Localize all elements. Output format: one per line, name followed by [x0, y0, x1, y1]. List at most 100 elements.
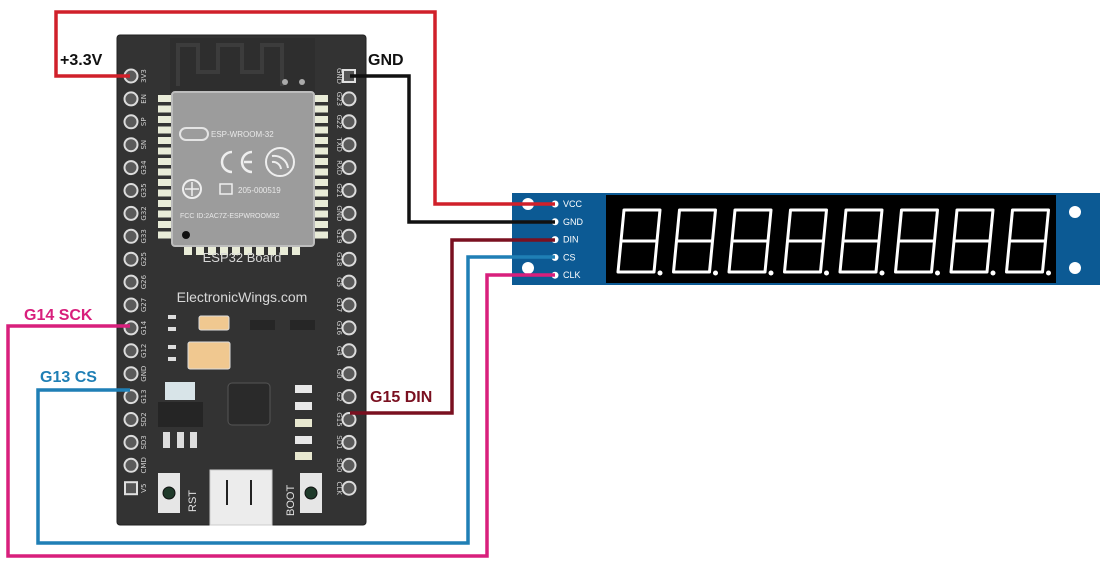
header-pin[interactable]: CLK [335, 480, 357, 496]
mount-hole [1069, 262, 1081, 274]
pin-label: EN [140, 94, 148, 104]
header-pin[interactable]: CMD [123, 457, 149, 473]
label-vcc: +3.3V [60, 52, 103, 69]
header-pin[interactable]: SD0 [335, 457, 357, 473]
header-pin[interactable]: G5 [335, 274, 357, 290]
pin-label: G25 [140, 252, 148, 266]
esp32-board: ESP-WROOM-32 205-000519 FCC ID:2AC7Z-ESP… [116, 34, 367, 526]
header-pin[interactable]: G19 [335, 228, 357, 244]
header-pin[interactable]: G2 [335, 389, 357, 405]
header-pin[interactable]: G13 [123, 389, 149, 405]
display-pin-label: VCC [563, 199, 583, 209]
header-pin[interactable]: G34 [123, 160, 149, 176]
header-pin[interactable]: SD1 [335, 434, 357, 450]
pin-label: G12 [140, 344, 148, 358]
header-pin[interactable]: G12 [123, 343, 149, 359]
header-pin[interactable]: G25 [123, 251, 149, 267]
header-pin[interactable]: G18 [335, 251, 357, 267]
header-pin[interactable]: G35 [123, 183, 149, 198]
display-pin-label: GND [563, 217, 584, 227]
display-pin-label: CS [563, 252, 576, 262]
decimal-point [879, 270, 885, 276]
micro-usb-port[interactable] [209, 469, 273, 526]
header-pin[interactable]: SP [123, 114, 149, 130]
right-header-pins: GNDG23G22TXDRXDG21GNDG19G18G5G17G16G4G0G… [335, 68, 357, 496]
decimal-point [824, 270, 829, 276]
mount-hole [1069, 206, 1081, 218]
pin-label: GND [140, 366, 148, 382]
header-pin[interactable]: G0 [335, 366, 357, 382]
decimal-point [768, 270, 774, 276]
module-pads-right [314, 95, 328, 239]
module-pads-bottom [184, 246, 300, 255]
pin1-dot [182, 231, 190, 239]
pin-label: SD0 [335, 458, 343, 472]
header-pin[interactable]: GND [123, 366, 149, 382]
pin-label: G26 [140, 274, 148, 289]
pin-label: SD3 [140, 435, 148, 449]
header-pin[interactable]: TXD [335, 136, 357, 153]
header-pin[interactable]: RXD [335, 160, 357, 175]
pin-label: SP [140, 117, 148, 126]
header-pin[interactable]: SD2 [123, 412, 149, 427]
pin-label: GND [335, 205, 343, 221]
pin-label: G5 [335, 277, 343, 287]
digit [838, 208, 885, 276]
decimal-point [713, 270, 718, 276]
decimal-point [657, 270, 663, 276]
header-pin[interactable]: SN [123, 137, 149, 153]
header-pin[interactable]: G27 [123, 297, 149, 313]
pin-label: TXD [335, 136, 343, 151]
digit [783, 208, 829, 276]
header-pin[interactable]: SD3 [123, 434, 149, 450]
pin-label: G0 [335, 369, 343, 379]
r-mark-icon [219, 183, 233, 195]
pin-label: G15 [335, 412, 343, 426]
pin-label: G13 [140, 389, 148, 403]
header-pin[interactable]: G4 [335, 343, 357, 359]
pin-label: GND [335, 68, 343, 84]
module-pads-left [158, 95, 172, 239]
smd-components [158, 315, 315, 460]
pin-label: G2 [335, 392, 343, 402]
pin-label: SN [140, 140, 148, 150]
header-pin[interactable]: G32 [123, 205, 149, 221]
pin-label: 3V3 [140, 69, 148, 83]
reset-button[interactable] [158, 473, 180, 513]
antenna-trace [176, 43, 284, 86]
usb-uart-chip [227, 382, 271, 426]
pin-label: V5 [140, 484, 148, 493]
cert-number: 205-000519 [238, 186, 281, 195]
espressif-logo-icon [265, 147, 295, 177]
header-pin[interactable]: G26 [123, 274, 149, 290]
wire-vcc [54, 10, 555, 206]
header-pin[interactable]: G33 [123, 228, 149, 244]
digit [949, 208, 996, 276]
decimal-point [935, 270, 940, 276]
display-pin-label: DIN [563, 235, 579, 245]
pin-label: G17 [335, 298, 343, 312]
pin-label: G35 [140, 183, 148, 197]
pin-label: G19 [335, 229, 343, 243]
header-pin[interactable]: G17 [335, 297, 357, 313]
header-pin[interactable]: GND [335, 205, 357, 221]
header-pin[interactable]: G22 [335, 114, 357, 130]
header-pin[interactable]: V5 [124, 481, 148, 496]
wires [6, 10, 555, 558]
wire-din [350, 238, 555, 415]
telec-mark-icon [182, 179, 202, 199]
wire-clk [6, 273, 555, 558]
module-label: ESP-WROOM-32 [211, 130, 274, 139]
header-pin[interactable]: G16 [335, 320, 357, 336]
header-pin[interactable]: EN [123, 91, 149, 107]
decimal-point [1046, 270, 1051, 276]
label-gnd: GND [368, 52, 404, 69]
pin-label: G4 [335, 346, 343, 356]
header-pin[interactable]: G15 [335, 412, 357, 427]
label-din: G15 DIN [370, 389, 432, 406]
wire-cs [36, 255, 555, 545]
header-pin[interactable]: G23 [335, 91, 357, 107]
digit [672, 208, 718, 276]
header-pin[interactable]: G21 [335, 183, 357, 198]
boot-button[interactable] [300, 473, 322, 513]
